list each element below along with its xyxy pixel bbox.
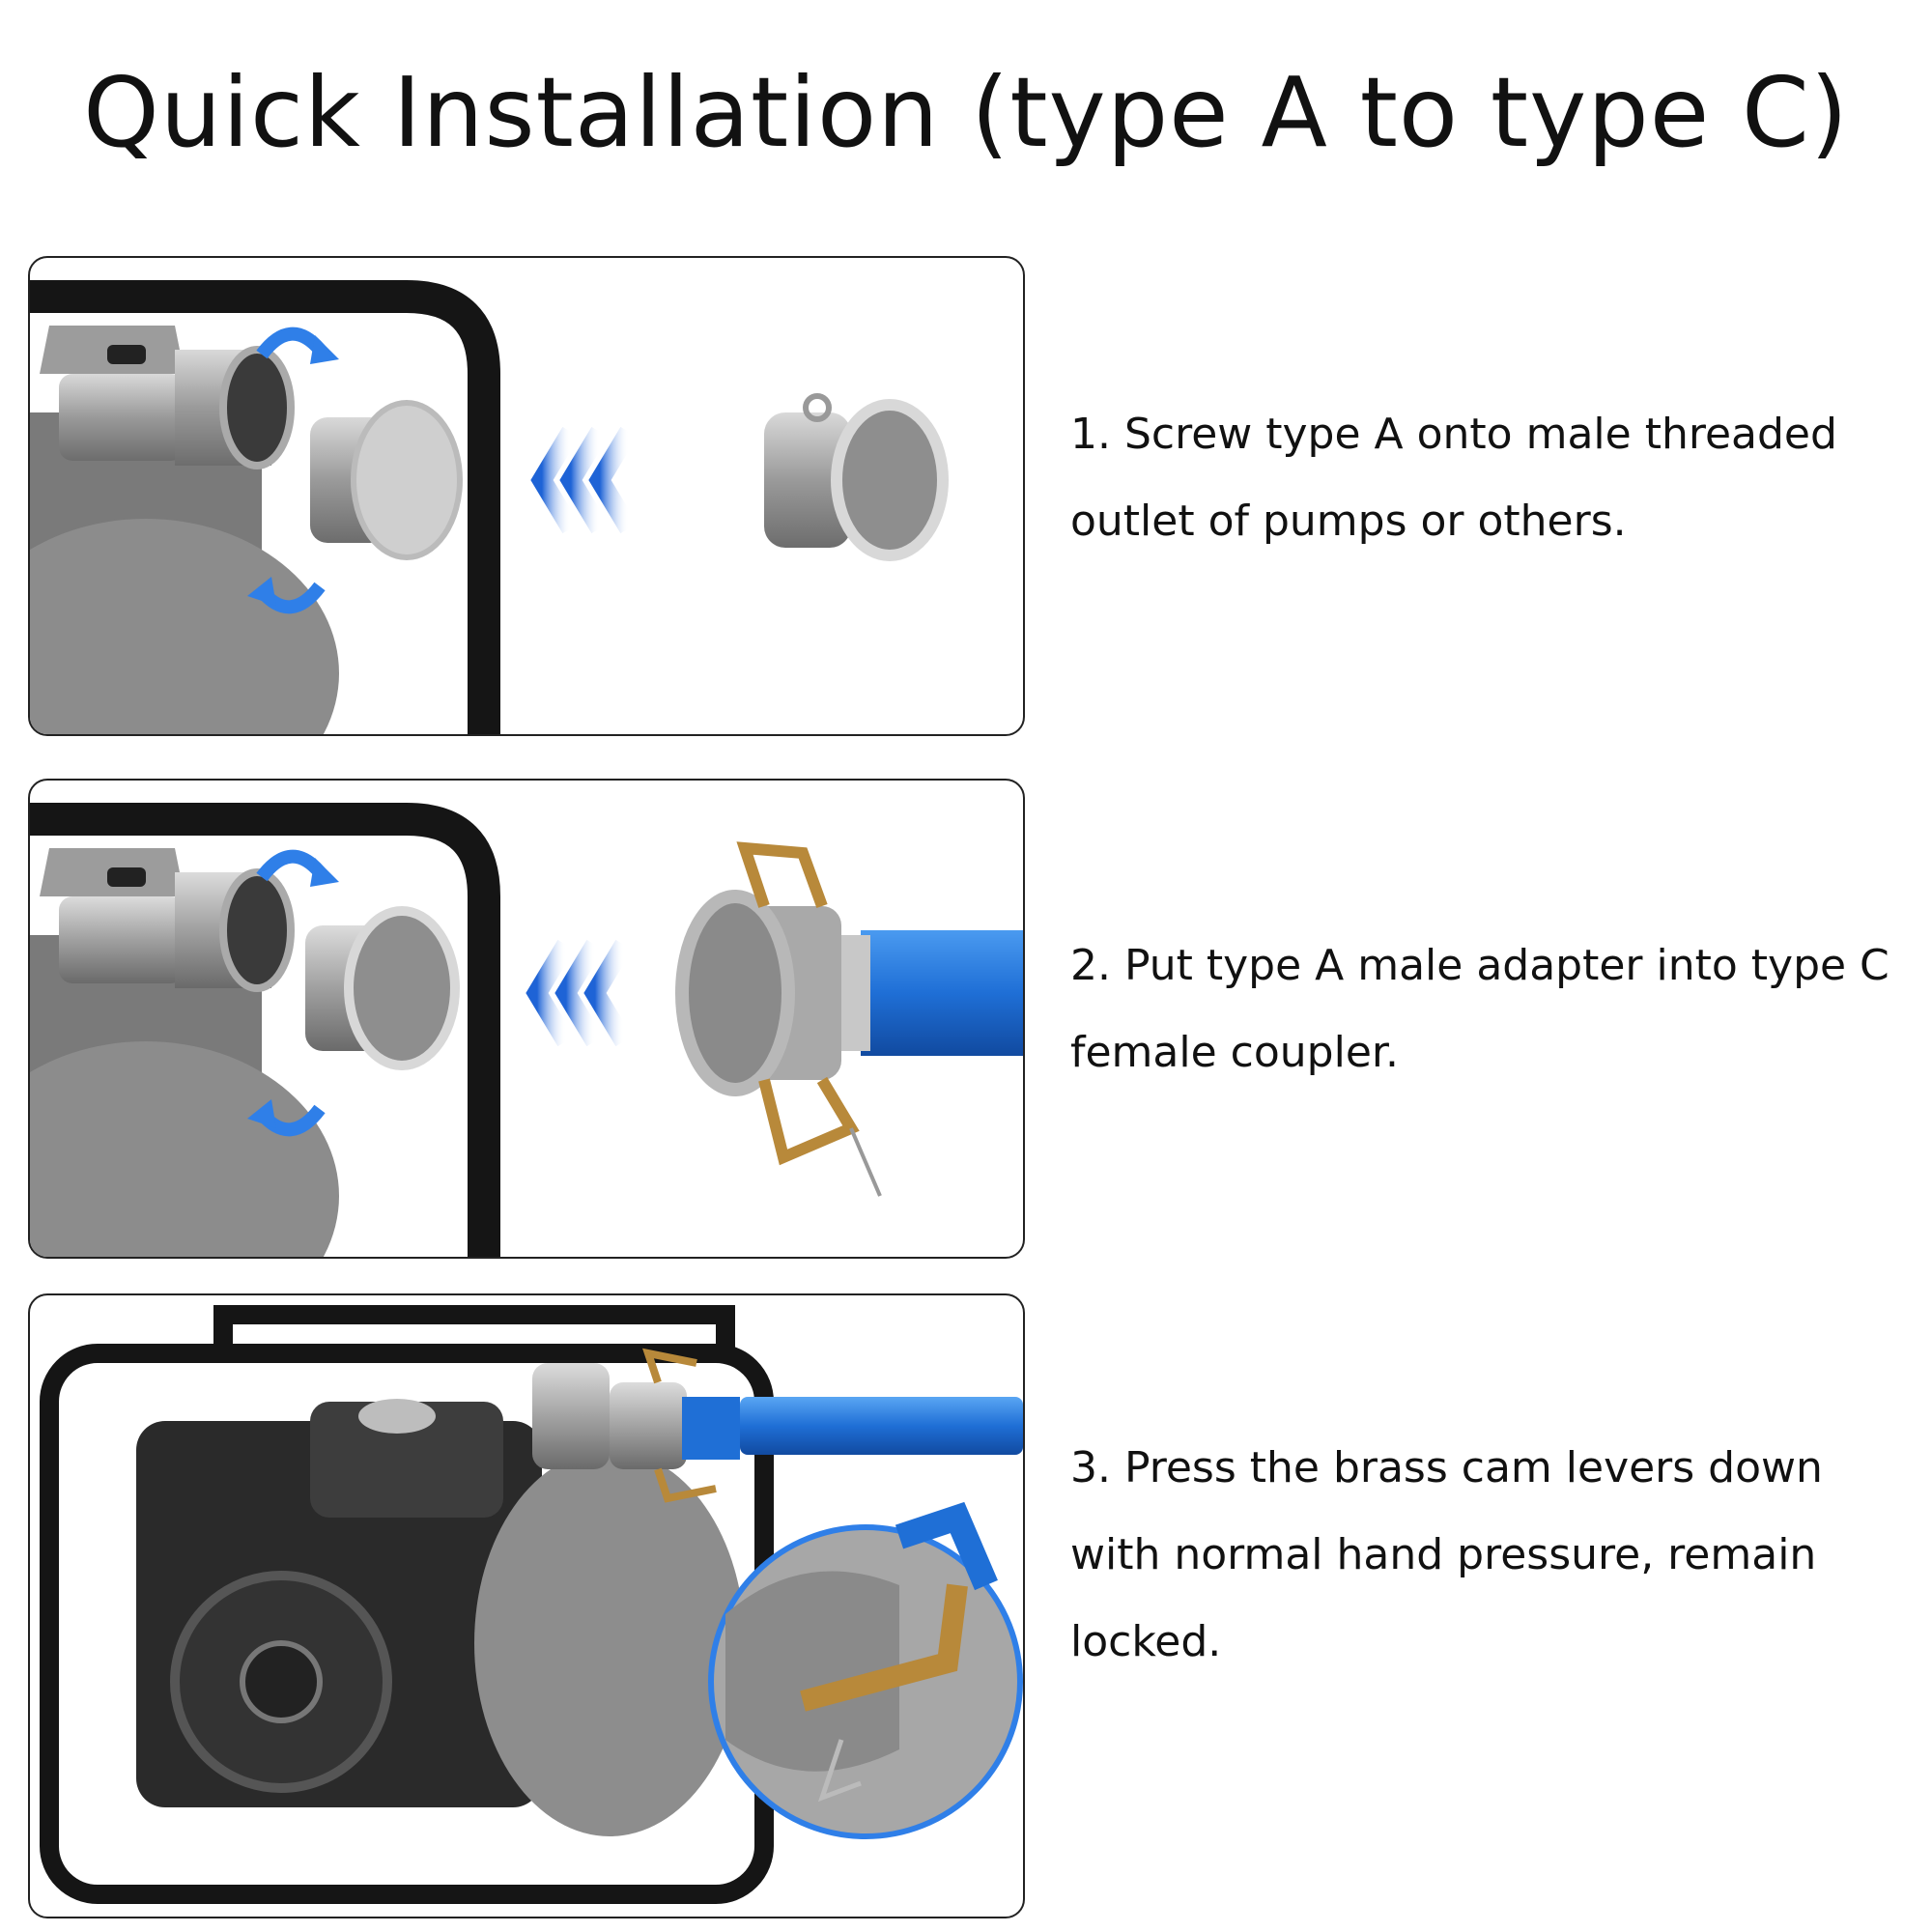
step-2-image	[28, 779, 1025, 1259]
step-1-image	[28, 256, 1025, 736]
rotate-arrow-icon	[247, 327, 339, 614]
rotate-arrow-icon	[247, 849, 339, 1137]
step-3-image	[28, 1293, 1025, 1918]
chevron-arrows-icon	[526, 939, 633, 1047]
step-2-text: 2. Put type A male adapter into type C f…	[1070, 941, 1889, 1077]
chevron-arrows-icon	[530, 426, 638, 534]
step-3-text: 3. Press the brass cam levers down with …	[1070, 1443, 1823, 1666]
step-1-text: 1. Screw type A onto male threaded outle…	[1070, 410, 1837, 546]
pump-assembled-illustration	[40, 1305, 1023, 1904]
pump-adapter-illustration	[30, 280, 949, 734]
page-title: Quick Installation (type A to type C)	[83, 56, 1849, 169]
adapter-coupler-illustration	[30, 803, 1023, 1257]
